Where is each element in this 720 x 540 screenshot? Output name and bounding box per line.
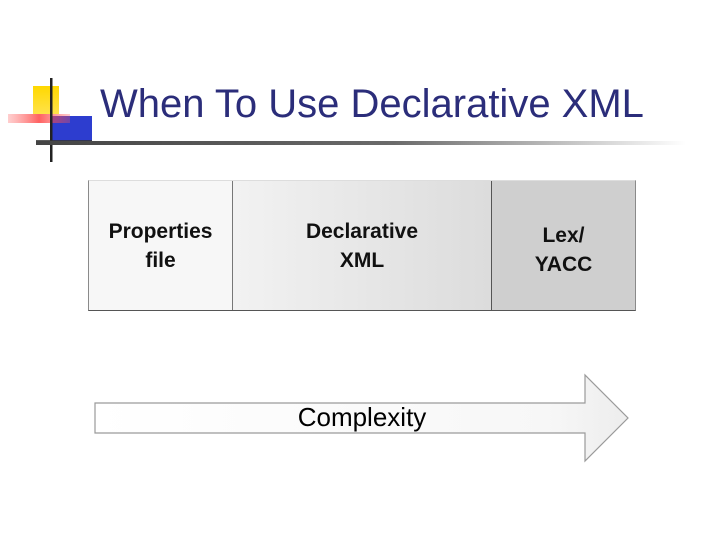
spectrum-cell-lex-yacc: Lex/ YACC xyxy=(492,181,635,310)
spectrum-label: Declarative XML xyxy=(305,220,419,272)
title-divider xyxy=(36,141,686,145)
spectrum-cell-declarative-xml: Declarative XML xyxy=(233,181,492,310)
slide-title: When To Use Declarative XML xyxy=(100,82,644,126)
spectrum-label: Lex/ YACC xyxy=(534,224,593,276)
complexity-label: Complexity xyxy=(297,402,427,432)
spectrum-cell-properties-file: Properties file xyxy=(89,181,233,310)
spectrum-label: Properties file xyxy=(108,220,213,272)
slide-logo-icon xyxy=(8,78,92,162)
complexity-arrow xyxy=(94,373,629,463)
technology-spectrum: Properties file Declarative XML Lex/ YAC… xyxy=(88,180,636,311)
